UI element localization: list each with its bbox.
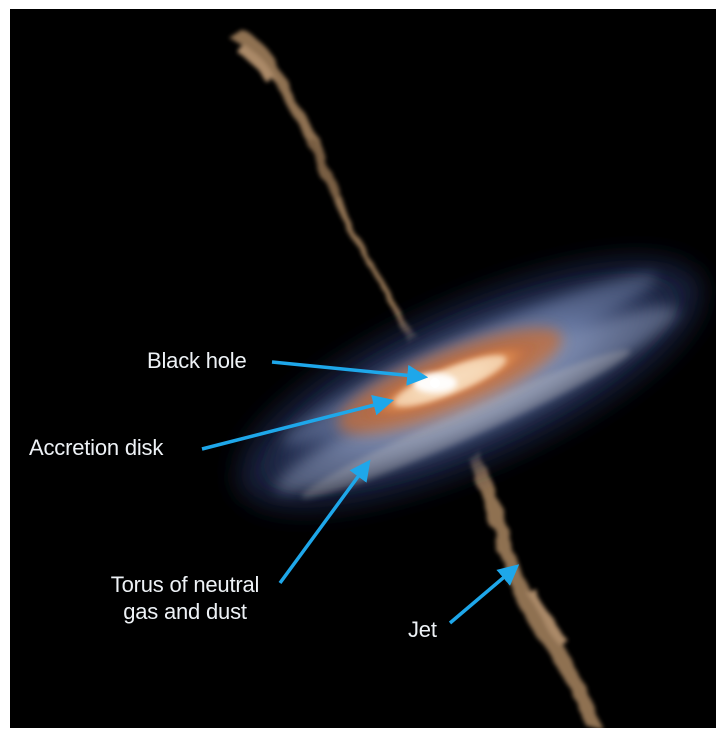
upper-jet [230, 31, 420, 343]
label-black-hole: Black hole [147, 348, 247, 373]
label-accretion-disk: Accretion disk [29, 435, 164, 460]
label-torus-line-1: Torus of neutral [110, 572, 260, 597]
arrow-accretion-disk [201, 394, 395, 451]
label-torus-line-2: gas and dust [123, 599, 247, 624]
arrow-black-hole [271, 360, 429, 386]
label-torus: Torus of neutral gas and dust [70, 571, 300, 625]
lower-jet [466, 449, 602, 728]
arrow-torus [278, 459, 371, 585]
label-jet: Jet [408, 617, 437, 642]
illustration-frame: Black hole Accretion disk Torus of neutr… [10, 9, 716, 728]
arrow-jet [448, 564, 520, 625]
agn-illustration [201, 31, 701, 728]
